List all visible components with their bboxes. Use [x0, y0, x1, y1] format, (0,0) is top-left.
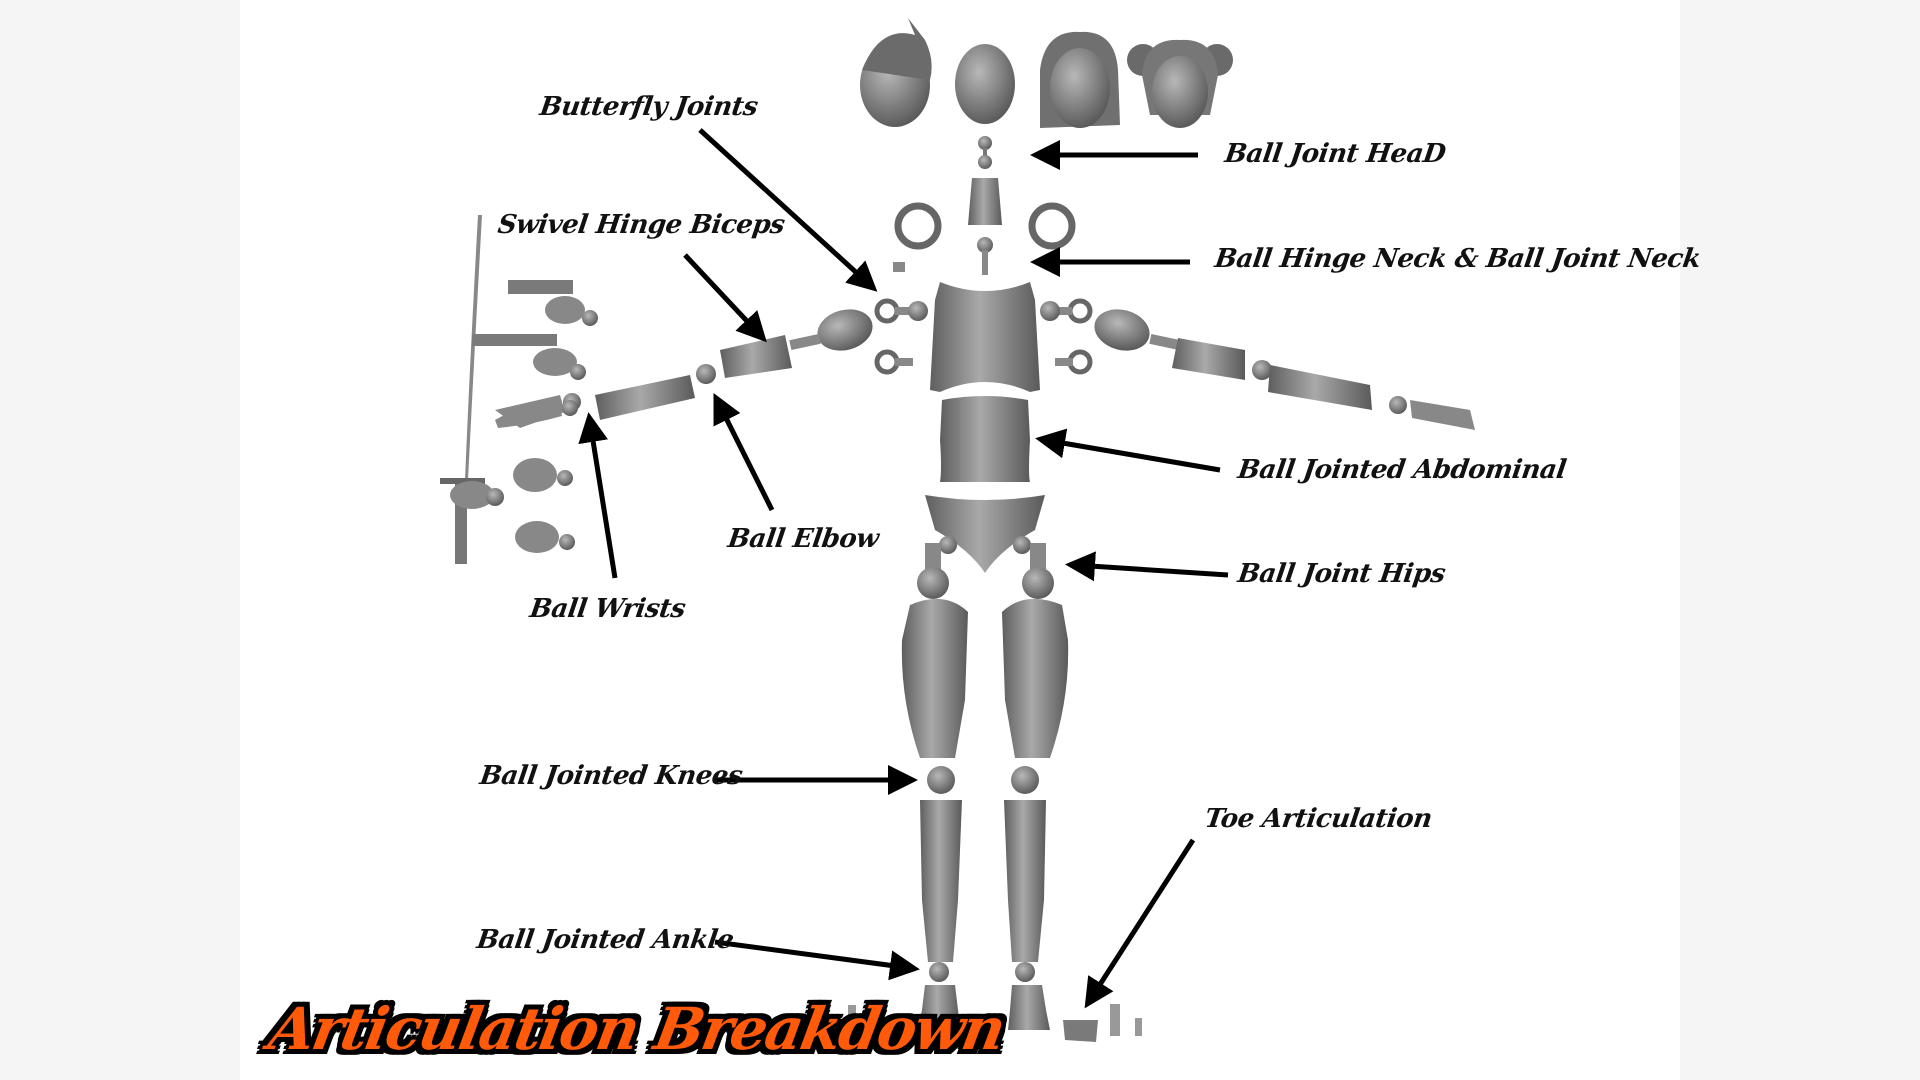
- neck-joint-icon: [968, 136, 1002, 275]
- shin-right-icon: [1004, 800, 1046, 962]
- butterfly-joints-icon: [874, 298, 1093, 375]
- foot-left-icon: [918, 985, 960, 1030]
- relaxed-hand-icon: [515, 521, 575, 553]
- foot-right-icon: [1008, 985, 1050, 1030]
- arm-left-icon: [495, 309, 873, 428]
- toes-left-icon: [868, 1020, 905, 1042]
- arm-right-icon: [1094, 309, 1475, 430]
- shin-left-icon: [920, 800, 962, 962]
- thigh-right-icon: [1002, 598, 1069, 758]
- label-ball-hinge-neck: Ball Hinge Neck & Ball Joint Neck: [1212, 244, 1703, 274]
- pointer-arrows: [578, 128, 1229, 1009]
- handgun-hand-icon: [472, 334, 586, 380]
- label-ball-jointed-abdominal: Ball Jointed Abdominal: [1235, 455, 1568, 485]
- chest-icon: [930, 282, 1040, 392]
- head-bun-hair-icon: [1127, 39, 1233, 128]
- thigh-left-icon: [901, 598, 968, 758]
- label-ball-joint-head: Ball Joint HeaD: [1222, 139, 1448, 169]
- toes-right-icon: [1063, 1020, 1098, 1042]
- shoulder-ring-right-icon: [1028, 202, 1076, 250]
- label-ball-elbow: Ball Elbow: [725, 524, 881, 554]
- label-toe-articulation: Toe Articulation: [1202, 804, 1434, 834]
- label-ball-joint-hips: Ball Joint Hips: [1235, 559, 1447, 589]
- shoulder-ring-left-icon: [894, 202, 942, 250]
- label-butterfly-joints: Butterfly Joints: [537, 92, 760, 122]
- head-short-hair-icon: [860, 18, 932, 127]
- head-long-hair-icon: [1040, 31, 1120, 128]
- label-ball-jointed-ankle: Ball Jointed Ankle: [474, 925, 736, 955]
- abdomen-icon: [940, 396, 1030, 482]
- head-bald-icon: [955, 44, 1015, 124]
- pelvis-icon: [925, 495, 1045, 573]
- fist-hand-icon: [513, 458, 573, 492]
- katana-icon: [440, 215, 504, 564]
- label-swivel-hinge-biceps: Swivel Hinge Biceps: [495, 210, 787, 240]
- peg-icon: [893, 262, 905, 272]
- label-ball-jointed-knees: Ball Jointed Knees: [477, 761, 745, 791]
- diagram-title: Articulation Breakdown: [263, 994, 1011, 1065]
- open-hand-icon: [495, 400, 578, 428]
- pistol-hand-icon: [508, 280, 598, 326]
- label-ball-wrists: Ball Wrists: [527, 594, 688, 624]
